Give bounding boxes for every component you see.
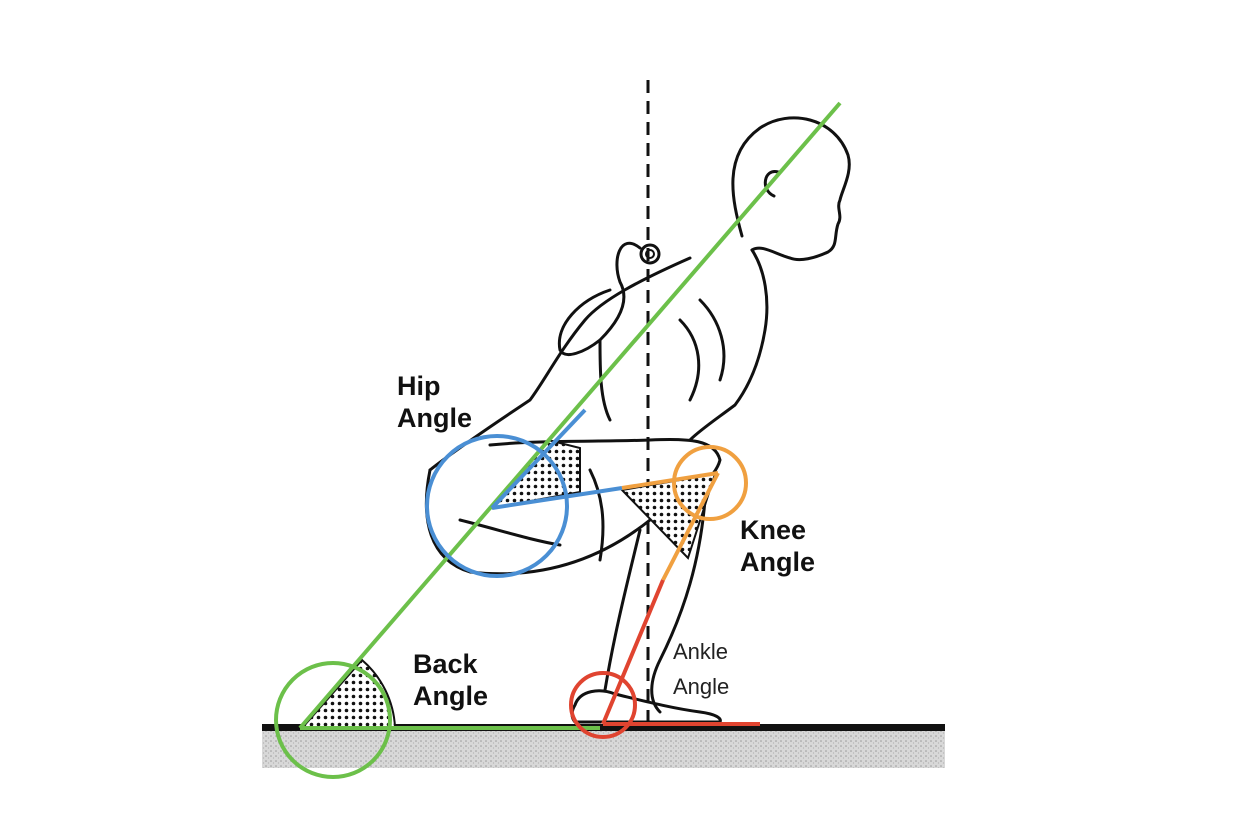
hip-angle-circle [425, 434, 569, 578]
hip-to-knee-line [491, 486, 623, 510]
shin-line [601, 579, 665, 725]
athlete-thigh-detail [458, 468, 605, 562]
knee-to-shin-line [661, 472, 720, 581]
femur-to-knee-line [621, 471, 719, 490]
knee-angle-circle [672, 445, 748, 521]
athlete-figure [424, 116, 851, 724]
athlete-head [731, 116, 851, 262]
athlete-back [428, 256, 692, 472]
hip-to-shoulder-line [490, 408, 587, 510]
back-angle-circle [274, 661, 392, 779]
athlete-torso-front [688, 248, 769, 442]
ground-line [262, 724, 945, 731]
athlete-arm [557, 241, 642, 422]
athlete-shin-front [650, 498, 707, 714]
barbell-end-inner [645, 249, 655, 259]
athlete-ear [763, 170, 780, 198]
athlete-chest [678, 298, 726, 402]
back-angle-line [298, 101, 842, 730]
ankle-angle-circle [569, 671, 637, 739]
barbell-end [639, 243, 661, 265]
athlete-shin-back [603, 528, 642, 692]
